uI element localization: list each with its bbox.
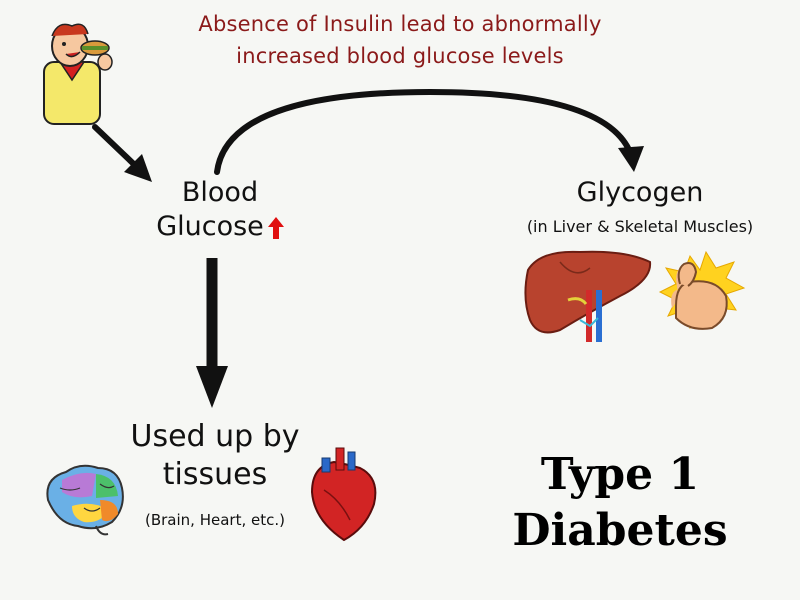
tissues-node: Used up by tissues	[95, 418, 335, 494]
tissues-line-2: tissues	[162, 457, 268, 492]
title-line-1: Absence of Insulin lead to abnormally	[198, 12, 602, 36]
blood-glucose-node: Blood Glucose	[130, 176, 310, 244]
glycogen-label: Glycogen	[576, 177, 704, 208]
blood-glucose-line-1: Blood	[181, 177, 259, 208]
diagram-title: Absence of Insulin lead to abnormally in…	[150, 8, 650, 72]
flexed-arm-icon	[658, 250, 746, 330]
glycogen-sublabel: (in Liver & Skeletal Muscles)	[526, 217, 754, 236]
tissues-sublabel: (Brain, Heart, etc.)	[145, 511, 285, 529]
tissues-line-1: Used up by	[130, 419, 300, 454]
badge-line-1: Type 1	[540, 449, 700, 500]
arrow-glucose-to-glycogen	[214, 88, 644, 175]
arrow-food-to-glucose	[92, 124, 152, 182]
badge-line-2: Diabetes	[512, 505, 728, 556]
title-line-2: increased blood glucose levels	[236, 44, 564, 68]
increase-arrow-icon	[267, 216, 284, 239]
blood-glucose-line-2: Glucose	[156, 211, 264, 242]
type1-diabetes-badge: Type 1 Diabetes	[470, 447, 770, 559]
arrow-glucose-to-tissues	[196, 258, 228, 408]
blood-glucose-line-2-wrap: Glucose	[130, 210, 310, 244]
heart-icon	[310, 447, 377, 542]
person-eating-icon	[43, 23, 113, 125]
brain-icon	[46, 464, 124, 536]
glycogen-node: Glycogen (in Liver & Skeletal Muscles)	[490, 176, 790, 238]
liver-icon	[524, 250, 652, 342]
